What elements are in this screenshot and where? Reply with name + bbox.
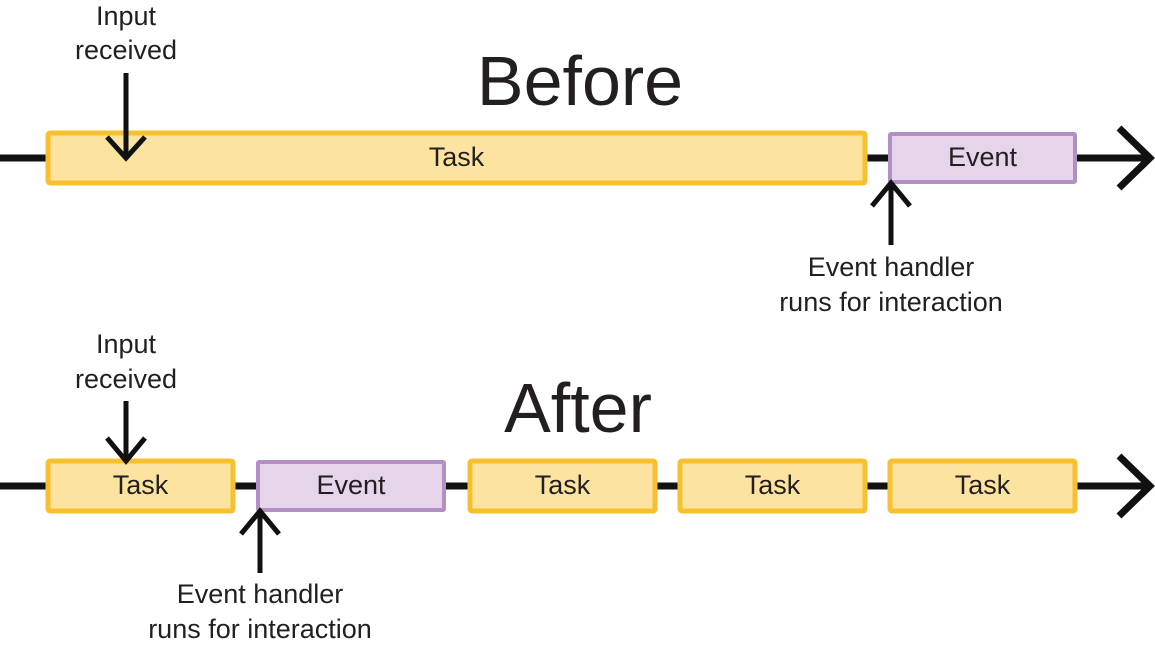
after-task-label-1: Task bbox=[113, 470, 169, 500]
after-event-label: Event bbox=[316, 470, 386, 500]
after-event-handler-line1: Event handler bbox=[177, 579, 344, 609]
after-input-received-line2: received bbox=[75, 364, 177, 394]
before-task-block: Task bbox=[45, 130, 868, 186]
after-task-rect-2 bbox=[467, 458, 658, 514]
before-event-label: Event bbox=[948, 142, 1018, 172]
after-task-block-3: Task bbox=[677, 458, 868, 514]
before-event-handler-line1: Event handler bbox=[808, 252, 975, 282]
after-task-rect-3 bbox=[677, 458, 868, 514]
after-input-received-annotation: Input received bbox=[75, 329, 177, 465]
before-event-handler-arrowhead-icon bbox=[870, 179, 912, 208]
before-task-label: Task bbox=[429, 142, 485, 172]
before-input-received-annotation: Input received bbox=[75, 1, 177, 162]
after-section: After Task Event bbox=[0, 329, 1155, 644]
after-task-label-4: Task bbox=[955, 470, 1011, 500]
after-event-rect bbox=[256, 460, 446, 512]
after-event-block: Event bbox=[256, 460, 446, 512]
before-task-rect bbox=[45, 130, 868, 186]
before-section: Before Task Event Input received bbox=[0, 1, 1155, 317]
before-input-received-line2: received bbox=[75, 35, 177, 65]
before-event-block: Event bbox=[888, 132, 1077, 184]
before-axis-arrowhead-icon bbox=[1116, 125, 1155, 191]
after-task-block-4: Task bbox=[887, 458, 1078, 514]
after-event-handler-line2: runs for interaction bbox=[148, 614, 372, 644]
before-timeline-axis bbox=[0, 125, 1155, 191]
after-event-handler-annotation: Event handler runs for interaction bbox=[148, 507, 372, 644]
after-task-label-2: Task bbox=[535, 470, 591, 500]
before-input-received-line1: Input bbox=[96, 1, 157, 31]
after-task-rect-4 bbox=[887, 458, 1078, 514]
after-section-title: After bbox=[504, 369, 652, 447]
after-task-rect-1 bbox=[45, 458, 236, 514]
after-task-label-3: Task bbox=[745, 470, 801, 500]
after-task-block-2: Task bbox=[467, 458, 658, 514]
after-axis-arrowhead-icon bbox=[1116, 453, 1155, 519]
before-event-handler-line2: runs for interaction bbox=[779, 287, 1003, 317]
before-event-handler-annotation: Event handler runs for interaction bbox=[779, 179, 1003, 317]
before-input-arrowhead-icon bbox=[105, 135, 147, 162]
before-event-rect bbox=[888, 132, 1077, 184]
after-input-received-line1: Input bbox=[96, 329, 157, 359]
after-input-arrowhead-icon bbox=[105, 436, 147, 465]
after-task-block-1: Task bbox=[45, 458, 236, 514]
before-section-title: Before bbox=[477, 42, 683, 120]
after-event-handler-arrowhead-icon bbox=[239, 507, 281, 536]
